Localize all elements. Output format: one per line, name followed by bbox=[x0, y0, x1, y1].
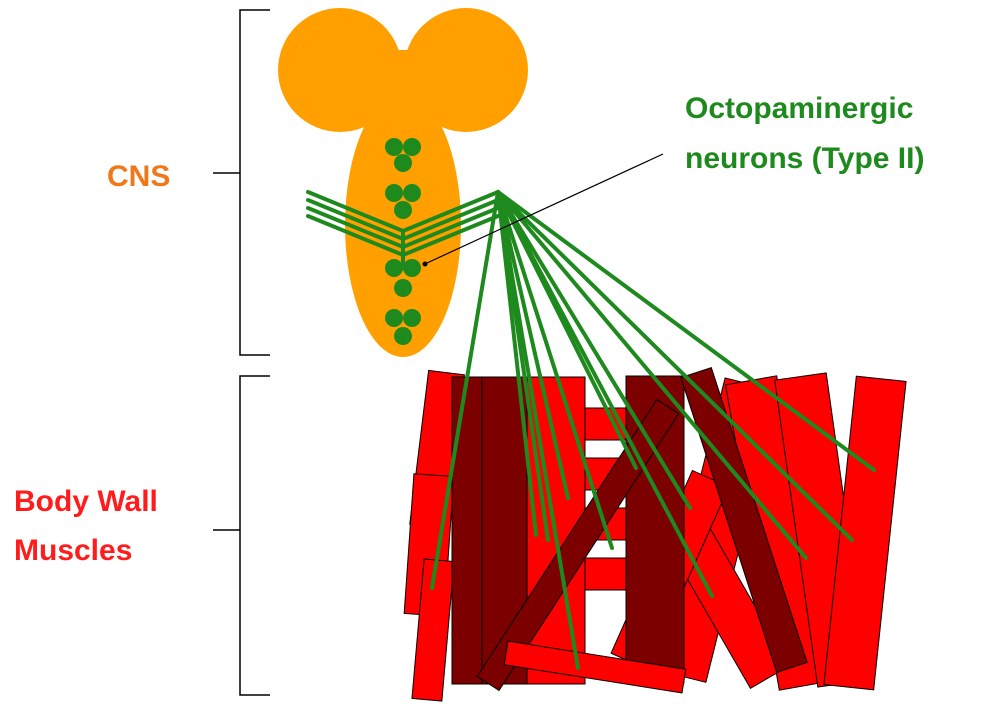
octopaminergic-neurons-label: Octopaminergic neurons (Type II) bbox=[685, 92, 924, 175]
body-wall-muscles-label: Body Wall Muscles bbox=[14, 485, 166, 567]
body-wall-label-line1: Body Wall bbox=[14, 485, 158, 518]
cns-bracket bbox=[213, 10, 270, 355]
octopaminergic-label-line2: neurons (Type II) bbox=[685, 142, 924, 175]
body-wall-label-line2: Muscles bbox=[14, 534, 132, 567]
ventral-nerve-cord bbox=[345, 93, 461, 357]
body-wall-muscles bbox=[404, 368, 906, 701]
cns-label: CNS bbox=[107, 160, 170, 193]
muscle-fiber bbox=[585, 558, 627, 590]
muscle-bracket bbox=[213, 376, 270, 695]
octopaminergic-label-line1: Octopaminergic bbox=[685, 92, 913, 125]
cns-brain bbox=[278, 8, 528, 357]
